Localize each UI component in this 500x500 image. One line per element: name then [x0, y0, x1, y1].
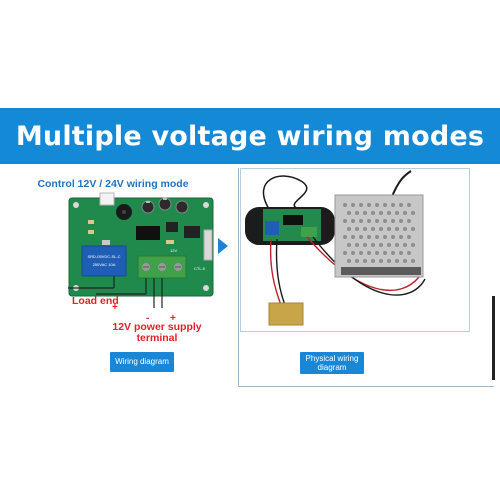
physical-wiring-label: Physical wiring diagram [300, 352, 364, 374]
supply-minus-sign: - [146, 313, 150, 324]
vent-holes [343, 203, 415, 263]
mounting-hole [203, 202, 209, 208]
controller-display [283, 215, 303, 225]
svg-text:250VAC 10A: 250VAC 10A [93, 262, 116, 267]
sensor-connector [99, 192, 115, 206]
board-code: CTL.5 [194, 266, 206, 271]
wiring-diagram-label: Wiring diagram [110, 352, 174, 372]
sensor-cable [262, 175, 308, 210]
panel-divider [238, 168, 239, 386]
supply-plus-sign: + [170, 313, 176, 324]
regulator [166, 222, 178, 232]
load-end-label: Load end [72, 295, 119, 307]
edge-marker [492, 296, 495, 380]
arrow-right-icon [218, 238, 228, 254]
regulator [184, 226, 200, 238]
mounting-hole [73, 202, 79, 208]
controller-board-image: SRD-05VDC-SL-C 250VAC 10A CTL.5 12V [68, 192, 214, 308]
capacitor [175, 200, 189, 214]
load-plus-sign: + [112, 302, 118, 313]
controller-relay [265, 221, 279, 235]
black-wire [312, 236, 426, 296]
mounting-hole [203, 285, 209, 291]
power-supply-label: 12V power supply terminal [112, 321, 202, 345]
banner-title: Multiple voltage wiring modes [15, 120, 485, 152]
power-cord [390, 170, 412, 200]
black-wire [275, 238, 286, 306]
red-wire [269, 238, 282, 306]
controller-terminal [301, 227, 317, 237]
relay [81, 245, 127, 277]
panel-border-bottom [238, 386, 494, 387]
heating-pad [268, 302, 304, 326]
wiring-panel-title: Control 12V / 24V wiring mode [37, 178, 189, 190]
photo-scene [245, 170, 426, 326]
title-banner: Multiple voltage wiring modes [0, 108, 500, 164]
terminal-marking: 12V [170, 248, 177, 253]
physical-wiring-photo [240, 168, 470, 332]
display-chip [136, 226, 160, 240]
red-wire [306, 236, 420, 292]
relay-marking: SRD-05VDC-SL-C [87, 254, 120, 259]
psu-terminal-strip [341, 267, 421, 275]
